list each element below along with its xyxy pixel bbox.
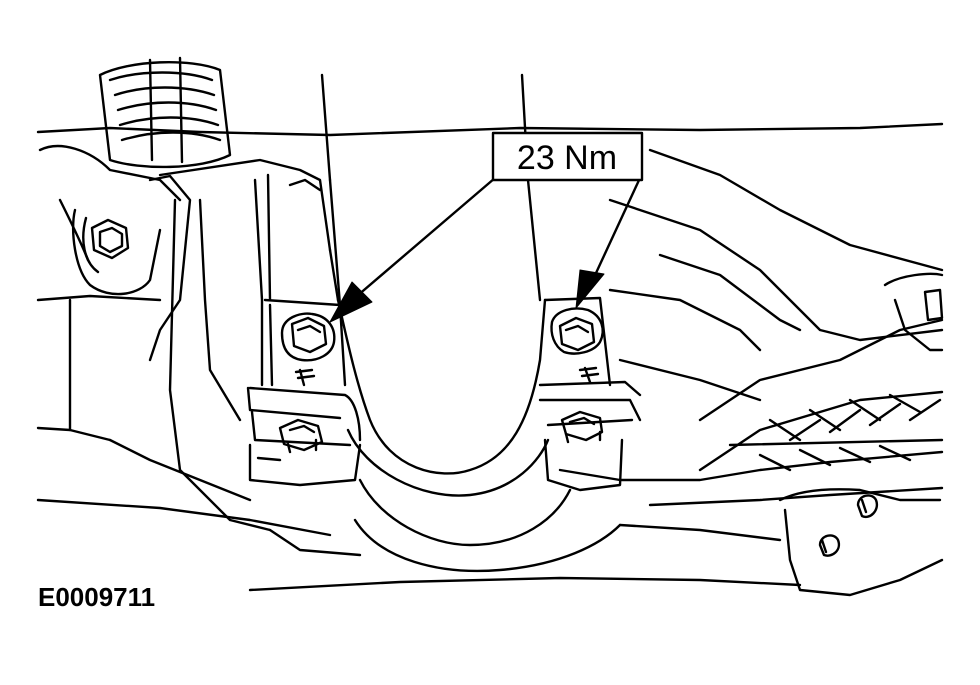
torque-value-label: 23 Nm <box>517 139 617 177</box>
stabilizer-bar <box>328 178 572 547</box>
leader-arrowhead-right <box>575 269 605 309</box>
right-bracket <box>698 272 944 472</box>
left-mount-bolt <box>82 216 130 274</box>
callout-leaders <box>348 176 642 304</box>
vertical-members <box>320 73 530 307</box>
crankshaft-pulley <box>98 56 232 169</box>
right-lower-casting <box>778 488 944 597</box>
lower-right-clamp-bolt <box>560 410 604 444</box>
floor-pan-outline <box>36 122 944 537</box>
torque-callout-box <box>491 131 644 182</box>
figure-code: E0009711 <box>38 582 155 612</box>
right-stabilizer-clamp <box>538 296 642 492</box>
left-mount-bracket <box>38 144 192 432</box>
upper-right-clamp-bolt <box>550 307 604 355</box>
leader-arrowhead-left <box>329 281 373 323</box>
crossmember <box>248 518 802 592</box>
subframe <box>108 158 332 532</box>
left-stabilizer-clamp <box>246 298 362 487</box>
upper-left-clamp-bolt <box>280 312 336 362</box>
lower-left-clamp-bolt <box>278 418 324 454</box>
